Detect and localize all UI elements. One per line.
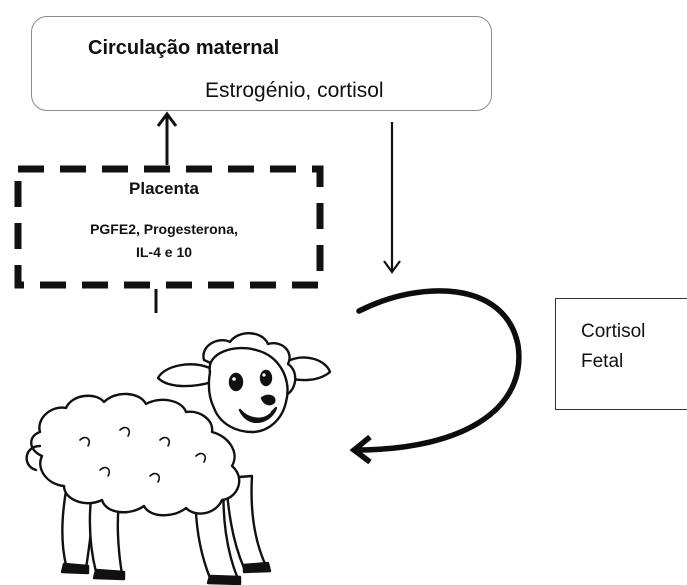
arrow-up-placenta-to-maternal — [158, 114, 176, 165]
placenta-hormones-line1: PGFE2, Progesterona, — [14, 221, 314, 237]
maternal-title: Circulação maternal — [88, 37, 279, 60]
placenta-box: Placenta PGFE2, Progesterona, IL-4 e 10 — [14, 165, 324, 289]
fetal-cortisol-line2: Fetal — [581, 351, 623, 373]
fetal-cortisol-line1: Cortisol — [581, 321, 645, 343]
fetal-cortisol-box: Cortisol Fetal — [555, 298, 687, 410]
lamb-illustration — [27, 333, 330, 584]
arrow-down-maternal-to-fetus — [384, 122, 400, 272]
maternal-circulation-box: Circulação maternal Estrogénio, cortisol — [31, 16, 492, 111]
placenta-title: Placenta — [14, 179, 314, 199]
maternal-hormones: Estrogénio, cortisol — [205, 79, 384, 103]
curved-arrow-fetal-cortisol — [354, 291, 519, 462]
placenta-hormones-line2: IL-4 e 10 — [14, 244, 314, 260]
